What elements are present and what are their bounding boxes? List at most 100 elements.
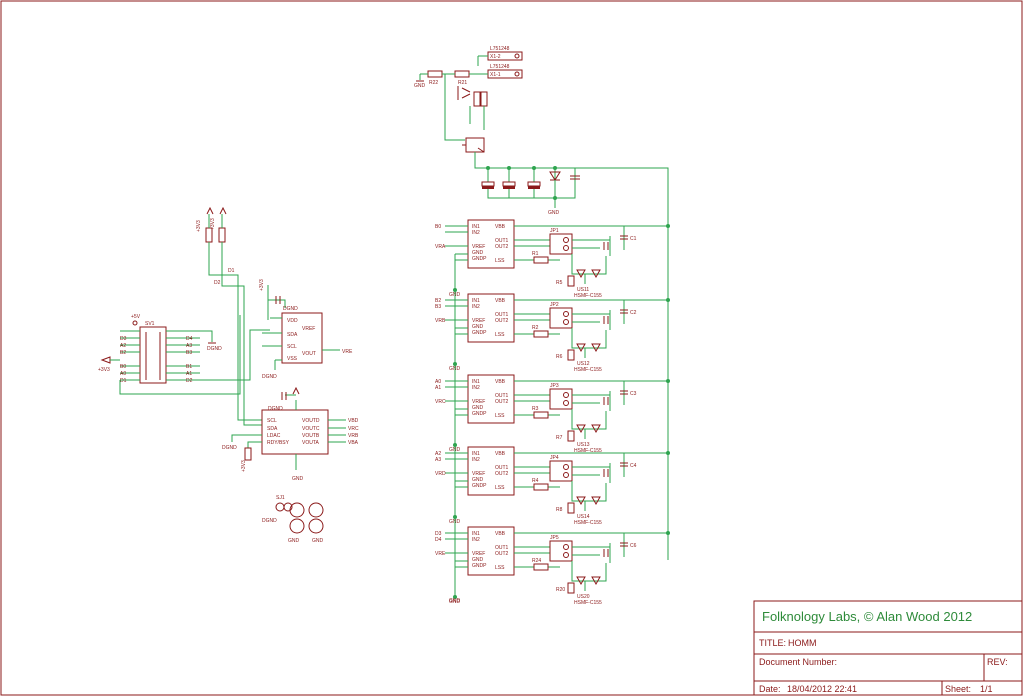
solder-jumper-sj1: SJ1 DGND GND GND (262, 495, 324, 544)
driver-pin-label: VREF (472, 471, 485, 477)
doc-number-label: Document Number: (759, 657, 837, 667)
driver-pin-label: GNDP (472, 563, 487, 569)
led-wires (571, 328, 607, 358)
jumper-block (549, 233, 573, 255)
jumper-pin (563, 311, 569, 317)
driver-pin-label: GND (472, 557, 484, 563)
led-wires (571, 254, 607, 284)
r21-label: R21 (458, 80, 467, 86)
led-wires (571, 481, 607, 511)
junction-dot (666, 451, 670, 455)
vrc-label: VRC (348, 426, 359, 432)
vbd-label: VBD (348, 418, 359, 424)
led-part-type: HSMF-C155 (574, 520, 602, 526)
sv1-right-a1: A1 (186, 371, 192, 377)
channel-gnd: GND (449, 599, 461, 605)
driver-input-wires (445, 380, 468, 445)
driver-pin-label: IN1 (472, 379, 480, 385)
cap-label: C3 (630, 391, 637, 397)
dac-ic-2: SCL SDA LDAC RDY/BSY VOUTD VOUTC VOUTB V… (222, 386, 359, 482)
jumper-pin (563, 400, 569, 406)
i2c-pullups: +3V3 +3V3 D1 D2 (196, 206, 262, 426)
driver-channel: IN1IN2VREFGNDGNDPVBBOUT1OUT2LSSB2B3VRBGN… (435, 293, 670, 373)
dac1-scl: SCL (287, 344, 297, 350)
status-leds (576, 269, 601, 279)
driver-pin-label: OUT1 (495, 312, 509, 318)
gnd-mh2: GND (312, 538, 324, 544)
conn2-pin: X1-1 (490, 72, 501, 78)
channel-input-a: B2 (435, 298, 441, 304)
sense-resistor-label: R3 (532, 406, 539, 412)
sv1-right-b1: B1 (186, 364, 192, 370)
driver-pin-label: OUT2 (495, 318, 509, 324)
dac1-vout: VOUT (302, 351, 316, 357)
vba-label: VBA (348, 440, 359, 446)
sense-resistor-label: R4 (532, 478, 539, 484)
vre-out-label: VRE (342, 349, 353, 355)
driver-ic (467, 374, 515, 424)
driver-channel: IN1IN2VREFGNDGNDPVBBOUT1OUT2LSSD3D4VREGN… (435, 526, 670, 606)
driver-pin-label: OUT2 (495, 471, 509, 477)
sense-resistor (533, 330, 549, 338)
channel-input-a: D3 (435, 531, 442, 537)
driver-pin-label: VBB (495, 224, 506, 230)
sv1-left-d3: D3 (120, 336, 127, 342)
cap-label: C6 (630, 543, 637, 549)
vrb-label: VRB (348, 433, 359, 439)
channel-input-b: A3 (435, 457, 441, 463)
dac2-voutc: VOUTC (302, 426, 320, 432)
company-label: Folknology Labs, © Alan Wood 2012 (762, 609, 972, 624)
driver-pin-label: IN2 (472, 304, 480, 310)
jumper-pin (563, 472, 569, 478)
driver-pin-label: IN1 (472, 531, 480, 537)
driver-pin-label: GND (472, 405, 484, 411)
driver-ic (467, 219, 515, 269)
channel-input-b: B3 (435, 304, 441, 310)
filter-caps (603, 462, 628, 477)
rev-label: REV: (987, 657, 1008, 667)
sense-resistor-label: R24 (532, 558, 541, 564)
led-wires (571, 561, 607, 591)
driver-channels: IN1IN2VREFGNDGNDPVBBOUT1OUT2LSSB0VRAGNDR… (435, 219, 670, 606)
r22-label: R22 (429, 80, 438, 86)
jumper-pin (563, 392, 569, 398)
driver-input-wires (445, 299, 468, 364)
driver-pin-label: GNDP (472, 483, 487, 489)
p3v3-sv1-label: +3V3 (98, 367, 110, 373)
led-part-type: HSMF-C155 (574, 293, 602, 299)
filter-wires (572, 300, 625, 330)
filter-caps (603, 542, 628, 557)
title-block: Folknology Labs, © Alan Wood 2012 TITLE:… (753, 600, 1023, 696)
sv1-right-a3: A3 (186, 343, 192, 349)
led-part-label: US13 (577, 442, 590, 448)
driver-pin-label: LSS (495, 565, 505, 571)
driver-pin-label: OUT2 (495, 551, 509, 557)
driver-pin-label: GNDP (472, 411, 487, 417)
junction-dot (666, 224, 670, 228)
sj1-label: SJ1 (276, 495, 285, 501)
title-value: HOMM (788, 638, 817, 648)
channel-vref: VRA (435, 244, 446, 250)
date-value: 18/04/2012 22:41 (787, 684, 857, 694)
cap-label: C2 (630, 310, 637, 316)
sense-resistor (533, 563, 549, 571)
sv1-right-d4: D4 (186, 336, 193, 342)
led-resistor (567, 582, 575, 594)
dgnd-sv1-label: DGND (207, 346, 222, 352)
junction-dot (666, 379, 670, 383)
jumper-block (549, 540, 573, 562)
gnd-top-label: GND (414, 83, 426, 89)
driver-ic (467, 446, 515, 496)
driver-pin-label: OUT1 (495, 238, 509, 244)
dac2-ldac: LDAC (267, 433, 281, 439)
jumper-pin (563, 319, 569, 325)
bulk-capacitors: GND (481, 168, 580, 216)
driver-input-wires (445, 452, 468, 517)
dac1-vss: VSS (287, 356, 298, 362)
channel-input-a: A0 (435, 379, 441, 385)
driver-pin-label: LSS (495, 332, 505, 338)
p3v3-pullup1: +3V3 (196, 220, 202, 232)
dac2-voutb: VOUTB (302, 433, 320, 439)
led-part-type: HSMF-C155 (574, 367, 602, 373)
